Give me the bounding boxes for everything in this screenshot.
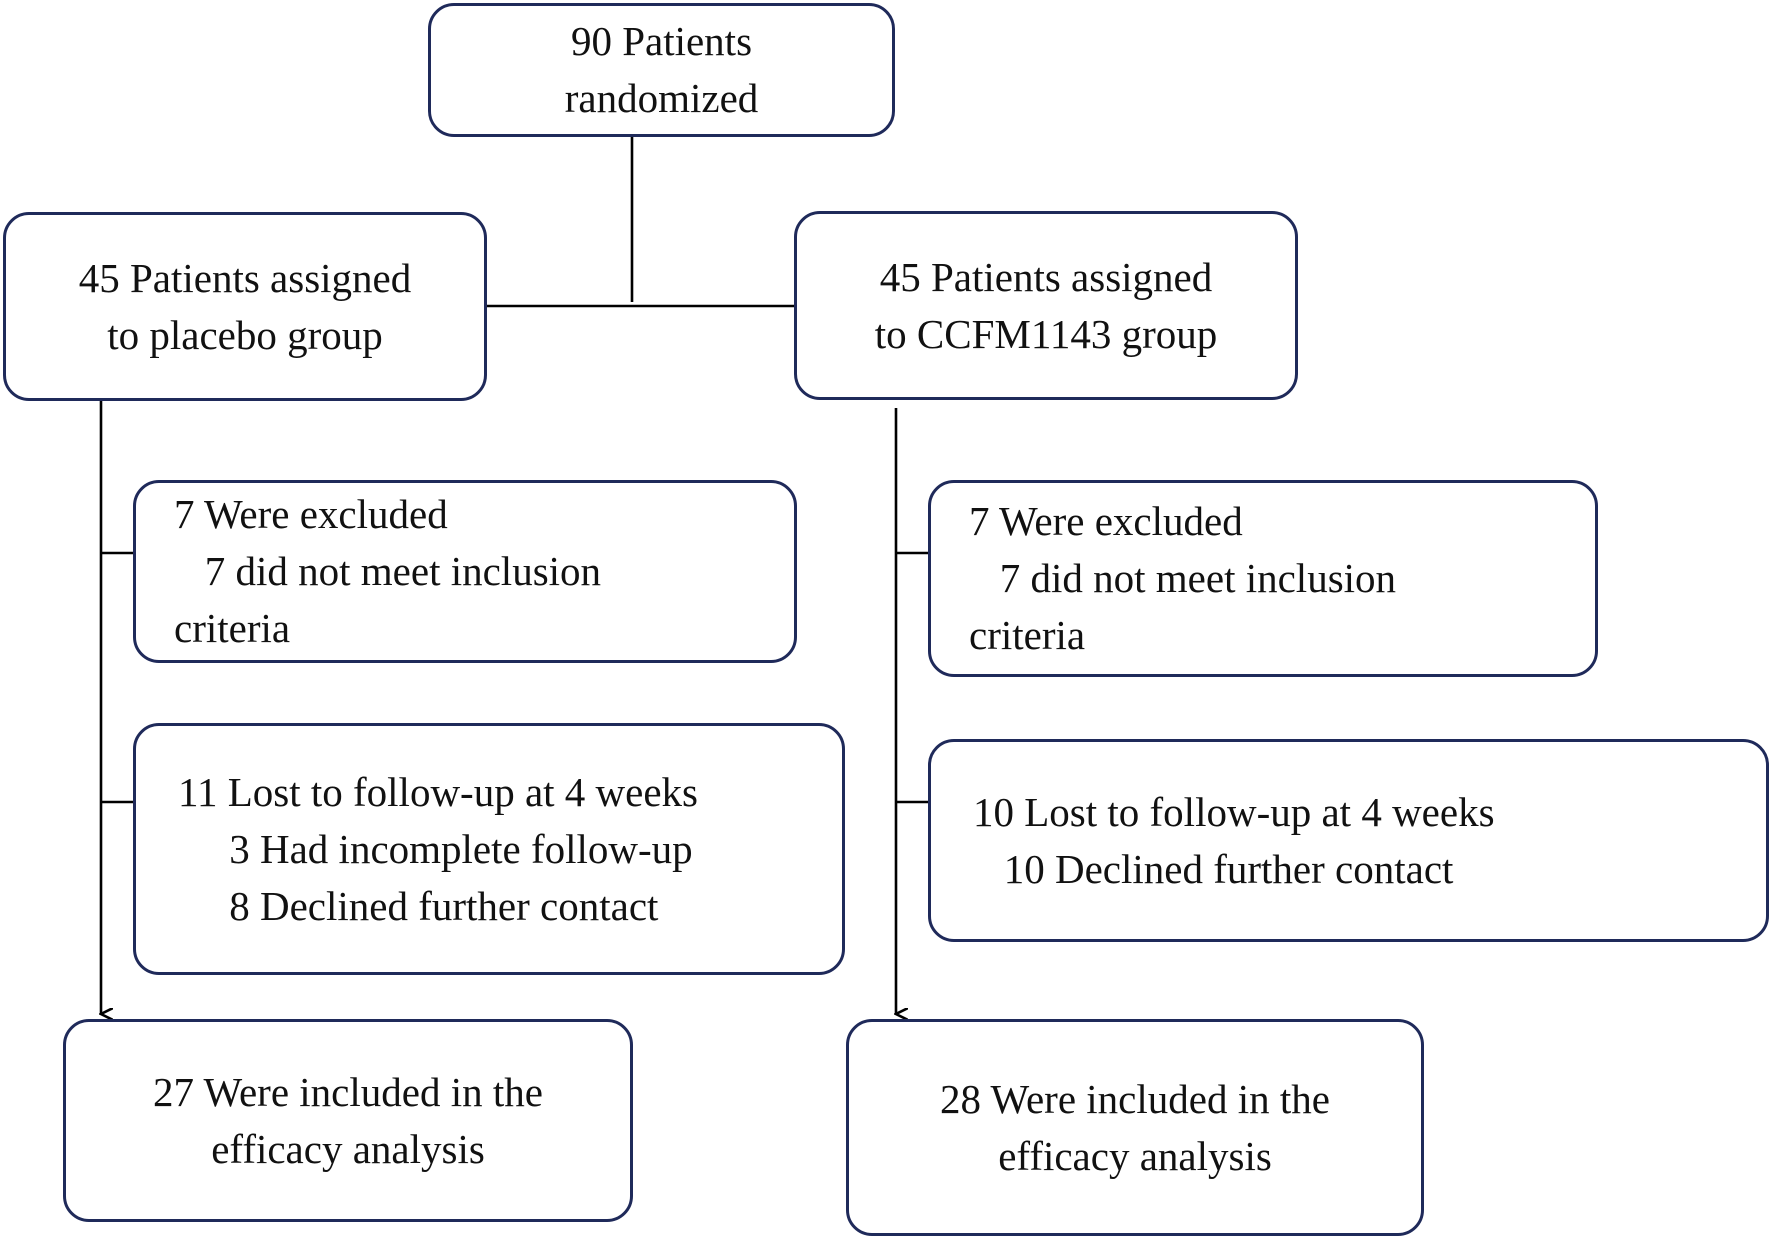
treatment-included-box: 28 Were included in the efficacy analysi… bbox=[846, 1019, 1424, 1236]
treatment-lost-box: 10 Lost to follow-up at 4 weeks 10 Decli… bbox=[928, 739, 1769, 942]
treatment-group-box: 45 Patients assigned to CCFM1143 group bbox=[794, 211, 1298, 400]
treatment-lost-line-1: 10 Lost to follow-up at 4 weeks bbox=[973, 788, 1495, 835]
placebo-excluded-box: 7 Were excluded 7 did not meet inclusion… bbox=[133, 480, 797, 663]
placebo-group-box: 45 Patients assigned to placebo group bbox=[3, 212, 487, 401]
treatment-included-line-1: 28 Were included in the bbox=[940, 1075, 1330, 1122]
placebo-excluded-line-1: 7 Were excluded bbox=[174, 491, 448, 537]
placebo-included-line-1: 27 Were included in the bbox=[153, 1068, 543, 1115]
placebo-group-line-2: to placebo group bbox=[107, 311, 383, 358]
placebo-lost-line-3: 8 Declined further contact bbox=[178, 882, 659, 929]
placebo-lost-line-2: 3 Had incomplete follow-up bbox=[178, 825, 693, 872]
treatment-lost-line-2: 10 Declined further contact bbox=[973, 845, 1454, 892]
placebo-lost-box: 11 Lost to follow-up at 4 weeks 3 Had in… bbox=[133, 723, 845, 975]
placebo-lost-line-1: 11 Lost to follow-up at 4 weeks bbox=[178, 768, 699, 815]
treatment-excluded-line-3: criteria bbox=[969, 612, 1086, 658]
placebo-excluded-line-2: 7 did not meet inclusion bbox=[174, 548, 602, 594]
treatment-excluded-line-2: 7 did not meet inclusion bbox=[969, 555, 1397, 601]
randomized-box: 90 Patients randomized bbox=[428, 3, 895, 137]
placebo-group-line-1: 45 Patients assigned bbox=[78, 254, 412, 301]
randomized-line-1: 90 Patients bbox=[570, 18, 753, 64]
treatment-group-line-1: 45 Patients assigned bbox=[879, 253, 1213, 300]
treatment-excluded-line-1: 7 Were excluded bbox=[969, 498, 1243, 544]
treatment-excluded-box: 7 Were excluded 7 did not meet inclusion… bbox=[928, 480, 1598, 677]
placebo-excluded-line-3: criteria bbox=[174, 605, 291, 651]
placebo-included-line-2: efficacy analysis bbox=[211, 1125, 485, 1172]
treatment-group-line-2: to CCFM1143 group bbox=[874, 310, 1218, 357]
treatment-included-line-2: efficacy analysis bbox=[998, 1132, 1272, 1179]
randomized-line-2: randomized bbox=[564, 75, 759, 121]
placebo-included-box: 27 Were included in the efficacy analysi… bbox=[63, 1019, 633, 1222]
